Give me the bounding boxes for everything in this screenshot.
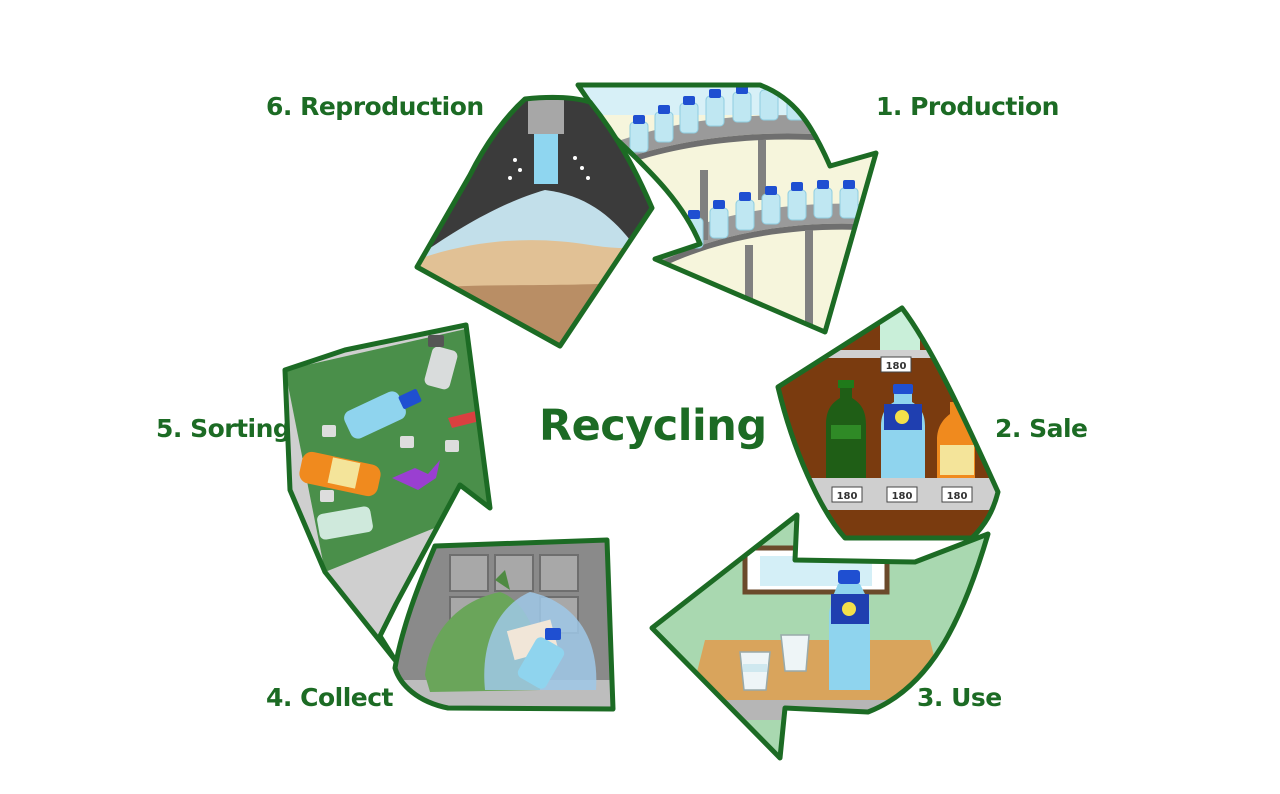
svg-text:180: 180 [886, 361, 907, 372]
step-label-sale: 2. Sale [995, 414, 1088, 443]
step-label-use: 3. Use [917, 683, 1002, 712]
price-tag: 180 [831, 486, 863, 503]
price-tag: 180 [880, 356, 912, 373]
step-label-sorting: 5. Sorting [156, 414, 291, 443]
step-label-collect: 4. Collect [266, 683, 393, 712]
svg-text:180: 180 [947, 491, 968, 502]
svg-text:180: 180 [892, 491, 913, 502]
sorting-illustration [282, 322, 493, 663]
diagram-title: Recycling [539, 401, 767, 451]
price-tag: 180 [886, 486, 918, 503]
collect-illustration [392, 537, 616, 712]
sale-illustration: 180 180 180 180 [775, 305, 1001, 541]
step-label-reproduction: 6. Reproduction [266, 92, 484, 121]
step-label-production: 1. Production [876, 92, 1059, 121]
price-tag: 180 [941, 486, 973, 503]
svg-text:180: 180 [837, 491, 858, 502]
use-illustration [649, 512, 991, 761]
